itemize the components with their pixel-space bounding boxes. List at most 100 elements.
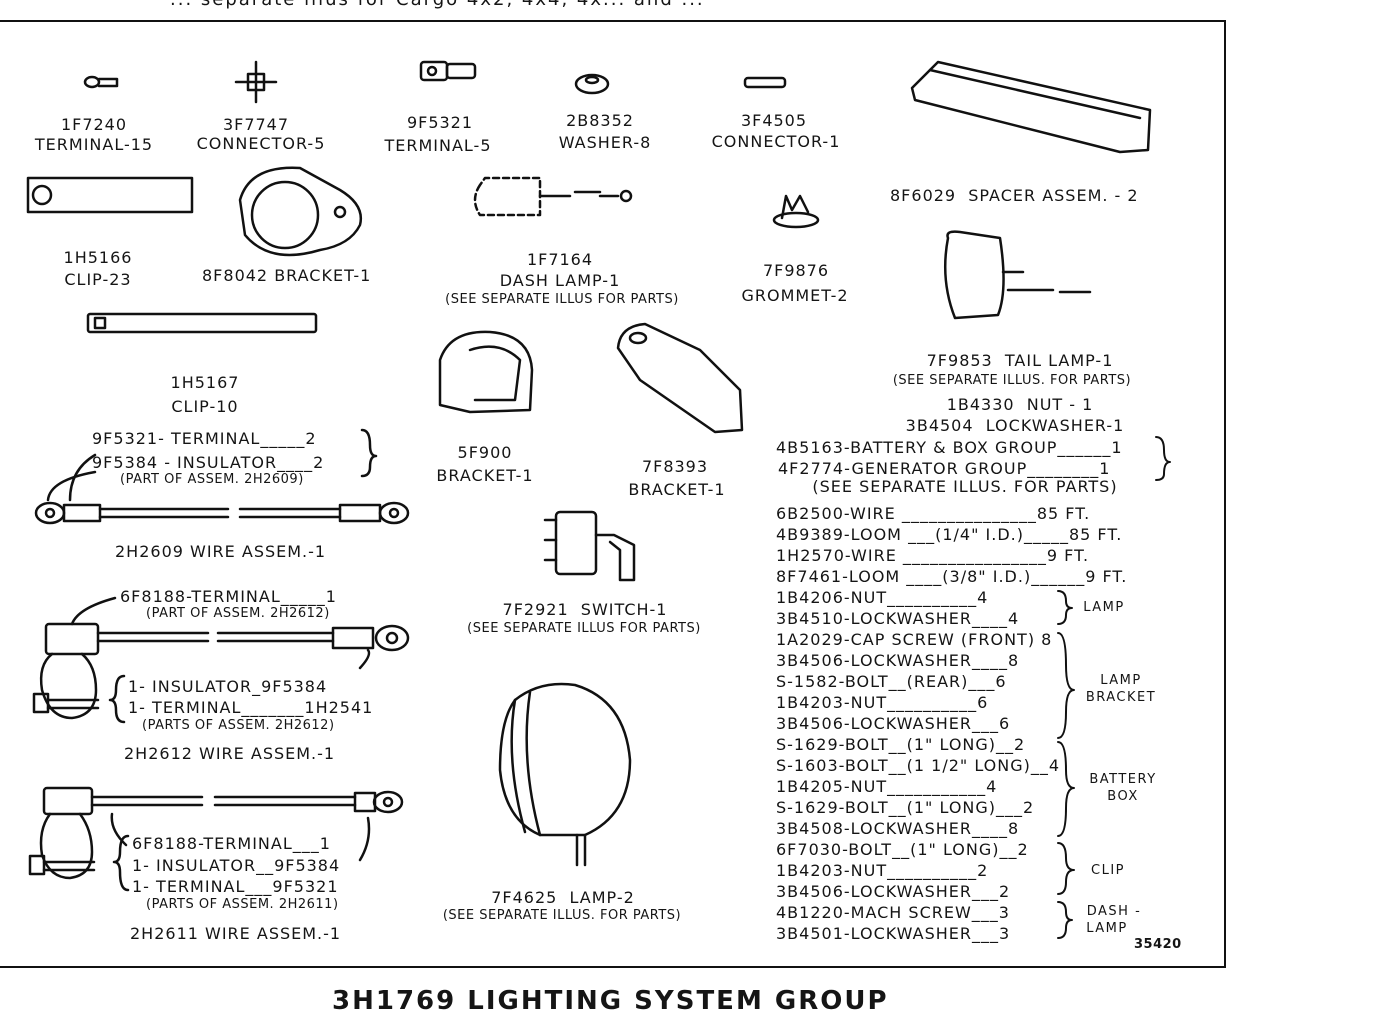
wire2-line1: 6F8188-TERMINAL_____1 [120,587,337,606]
part-3f7747-label: CONNECTOR-5 [196,134,326,153]
parts-list: 6B2500-WIRE _______________85 FT. 4B9389… [776,503,1127,944]
list-item: S-1582-BOLT__(REAR)___6 [776,672,1007,691]
diagram-frame [0,20,1226,968]
part-3b4504-label: 3B4504 LOCKWASHER-1 [905,416,1125,435]
list-item: S-1629-BOLT__(1" LONG)___2 [776,798,1035,817]
part-9f5321-number: 9F5321 [406,113,474,132]
part-7f9876-number: 7F9876 [762,261,830,280]
wire2-line3: 1- TERMINAL_______1H2541 [128,698,374,717]
clip-1h5166-drawing [26,176,194,214]
brace-wire3 [112,834,130,892]
lamp-7f4625-drawing [498,682,632,867]
bracket-5f900-drawing [438,330,534,414]
group-dash-lamp-2: LAMP [1086,921,1128,936]
wire3-note: (PARTS OF ASSEM. 2H2611) [146,897,339,912]
switch-7f2921-drawing [543,510,636,582]
list-item: 3B4508-LOCKWASHER____8 [776,819,1020,838]
list-item: 8F7461-LOOM ____(3/8" I.D.)______9 FT. [776,567,1128,586]
header-cut-text: ... separate illus for Cargo 4x2, 4x4, 4… [170,0,705,9]
group-lamp: LAMP [1083,600,1125,615]
list-item: 3B4506-LOCKWASHER___6 [776,714,1011,733]
wire1-line1: 9F5321- TERMINAL_____2 [92,429,317,448]
battery-box-group-line: 4B5163-BATTERY & BOX GROUP______1 [776,438,1123,457]
list-item: 3B4506-LOCKWASHER____8 [776,651,1020,670]
wire2-note2: (PARTS OF ASSEM. 2H2612) [142,718,335,733]
part-7f2921-label: 7F2921 SWITCH-1 [502,600,668,619]
bracket-8f8042-drawing [238,166,363,257]
list-item: 1B4203-NUT__________2 [776,861,989,880]
brace-wire1 [360,428,378,478]
part-7f9876-label: GROMMET-2 [741,286,849,305]
part-7f2921-note: (SEE SEPARATE ILLUS FOR PARTS) [467,621,701,636]
grommet-7f9876-drawing [772,194,820,229]
list-item: 6B2500-WIRE _______________85 FT. [776,504,1091,523]
wire-2h2611-drawing [28,786,404,880]
part-1h5167-label: CLIP-10 [171,397,239,416]
list-item: 3B4510-LOCKWASHER____4 [776,609,1020,628]
wire3-line2: 1- INSULATOR__9F5384 [132,856,341,875]
bracket-7f8393-drawing [616,322,744,434]
list-item: 1B4203-NUT__________6 [776,693,989,712]
list-item: 3B4506-LOCKWASHER___2 [776,882,1011,901]
terminal-9f5321-drawing [419,60,477,82]
groups-note: (SEE SEPARATE ILLUS. FOR PARTS) [812,477,1118,496]
list-item: 4B9389-LOOM ___(1/4" I.D.)_____85 FT. [776,525,1123,544]
part-7f8393-number: 7F8393 [641,457,709,476]
list-item: S-1629-BOLT__(1" LONG)__2 [776,735,1026,754]
connector-3f4505-drawing [743,76,787,89]
wire3-label: 2H2611 WIRE ASSEM.-1 [130,924,342,943]
generator-group-line: 4F2774-GENERATOR GROUP________1 [778,459,1111,478]
part-1f7164-number: 1F7164 [526,250,594,269]
part-3f4505-label: CONNECTOR-1 [711,132,841,151]
part-2b8352-label: WASHER-8 [558,133,652,152]
wire3-line3: 1- TERMINAL___9F5321 [132,877,339,896]
group-dash-lamp-1: DASH - [1086,904,1142,919]
part-5f900-number: 5F900 [457,443,513,462]
wire1-label: 2H2609 WIRE ASSEM.-1 [115,542,327,561]
list-item: S-1603-BOLT__(1 1/2" LONG)__4 [776,756,1061,775]
part-1f7240-label: TERMINAL-15 [34,135,154,154]
group-clip: CLIP [1091,863,1125,878]
list-item: 1B4205-NUT___________4 [776,777,998,796]
part-3f7747-number: 3F7747 [222,115,290,134]
part-1b4330-label: 1B4330 NUT - 1 [946,395,1094,414]
figure-number: 35420 [1134,937,1182,952]
part-7f9853-note: (SEE SEPARATE ILLUS. FOR PARTS) [892,373,1132,388]
part-2b8352-number: 2B8352 [566,111,634,130]
list-item: 1B4206-NUT__________4 [776,588,989,607]
group-lamp-bracket-2: BRACKET [1085,690,1157,705]
terminal-1f7240-drawing [83,75,119,89]
page-title: 3H1769 LIGHTING SYSTEM GROUP [332,986,889,1016]
part-8f6029-label: 8F6029 SPACER ASSEM. - 2 [890,186,1139,205]
part-7f8393-label: BRACKET-1 [628,480,726,499]
part-1h5166-label: CLIP-23 [64,270,132,289]
part-8f8042-label: 8F8042 BRACKET-1 [202,266,372,285]
part-7f4625-label: 7F4625 LAMP-2 [491,888,635,907]
list-item: 1A2029-CAP SCREW (FRONT) 8 [776,630,1053,649]
part-1h5166-number: 1H5166 [63,248,133,267]
part-3f4505-number: 3F4505 [740,111,808,130]
part-1h5167-number: 1H5167 [170,373,240,392]
wire1-line2: 9F5384 - INSULATOR____2 [92,453,325,472]
group-battery-box-2: BOX [1107,789,1139,804]
brace-wire2 [108,674,126,724]
part-9f5321-label: TERMINAL-5 [384,136,492,155]
part-5f900-label: BRACKET-1 [436,466,534,485]
part-7f4625-note: (SEE SEPARATE ILLUS. FOR PARTS) [442,908,682,923]
part-1f7164-note: (SEE SEPARATE ILLUS FOR PARTS) [445,292,679,307]
list-item: 6F7030-BOLT__(1" LONG)__2 [776,840,1029,859]
tail-lamp-7f9853-drawing [944,230,1092,320]
clip-1h5167-drawing [86,312,318,334]
group-lamp-bracket-1: LAMP [1100,673,1142,688]
wire2-line2: 1- INSULATOR_9F5384 [128,677,328,696]
list-braces [1057,436,1171,939]
wire-2h2612-drawing [32,596,410,720]
part-1f7164-label: DASH LAMP-1 [499,271,621,290]
connector-3f7747-drawing [234,60,278,104]
washer-2b8352-drawing [574,73,610,95]
wire1-note: (PART OF ASSEM. 2H2609) [120,472,304,487]
wire-2h2609-drawing [34,453,410,525]
list-item: 3B4501-LOCKWASHER___3 [776,924,1011,943]
wire2-label: 2H2612 WIRE ASSEM.-1 [124,744,336,763]
